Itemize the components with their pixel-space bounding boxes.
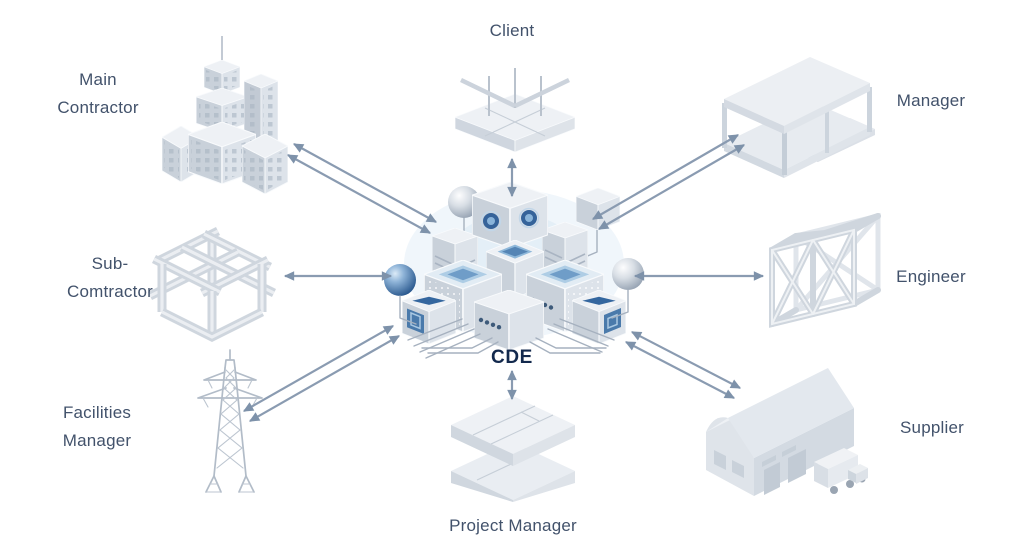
cde-server-cluster-icon — [384, 182, 644, 359]
manager-modular-unit-icon — [722, 57, 875, 178]
facilities-manager-transmission-tower-icon — [197, 349, 263, 493]
engineer-steel-truss-icon — [769, 212, 881, 328]
manager-label: Manager — [896, 91, 966, 110]
client-label: Client — [489, 21, 535, 40]
project-manager-label: Project Manager — [449, 516, 577, 535]
main-contractor-skyscraper-icon — [162, 36, 288, 194]
project-manager-floor-slabs-icon — [451, 396, 575, 502]
supplier-warehouse-truck-icon — [706, 368, 868, 496]
main-contractor-label: Main Contractor — [57, 70, 139, 117]
sub-contractor-frame-structure-icon — [148, 226, 277, 343]
facilities-manager-label: Facilities Manager — [62, 403, 132, 450]
supplier-label: Supplier — [900, 418, 964, 437]
client-construction-slab-icon — [455, 68, 575, 152]
sub-contractor-label: Sub- Comtractor — [66, 254, 154, 301]
cde-label: CDE — [491, 347, 533, 368]
engineer-label: Engineer — [896, 267, 966, 286]
